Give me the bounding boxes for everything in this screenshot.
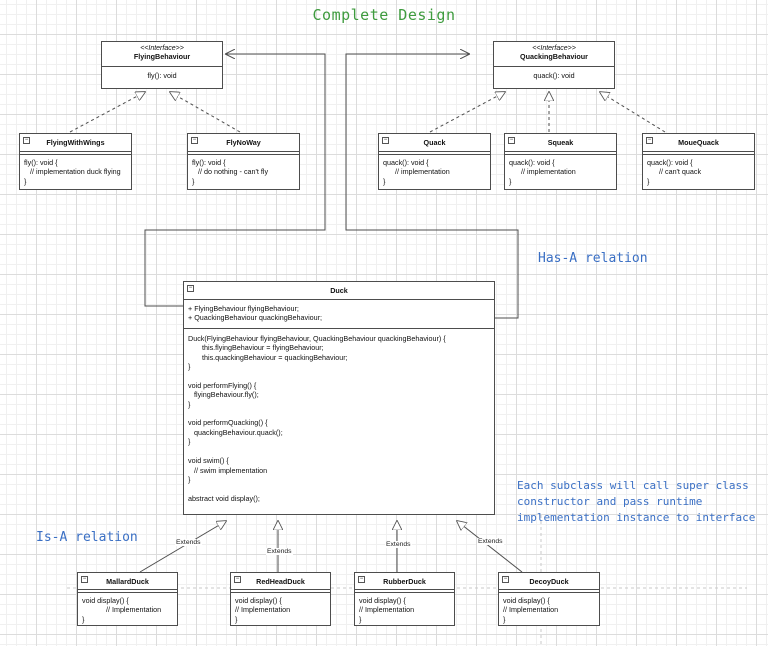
divider (231, 590, 330, 593)
mouequack-class[interactable]: − MoueQuack quack(): void { // can't quac… (642, 133, 755, 190)
stereotype-label: <<Interface>> (532, 45, 576, 52)
class-body: fly(): void { // do nothing - can't fly … (192, 158, 269, 186)
class-header: − FlyNoWay (188, 134, 299, 152)
class-name: MoueQuack (678, 138, 719, 147)
class-header: − Duck (184, 282, 494, 300)
squeak-class[interactable]: − Squeak quack(): void { // implementatio… (504, 133, 617, 190)
association-flying (144, 54, 326, 307)
collapse-icon[interactable]: − (23, 137, 30, 144)
class-name: RubberDuck (383, 577, 426, 586)
class-name: FlyingBehaviour (133, 52, 191, 61)
quacking-behaviour-interface[interactable]: <<Interface>> QuackingBehaviour quack():… (493, 41, 615, 89)
collapse-icon[interactable]: − (187, 285, 194, 292)
diagram-title: Complete Design (312, 6, 456, 24)
realization-mouequack (600, 92, 666, 133)
realization-quack (429, 92, 505, 133)
divider (379, 152, 490, 155)
collapse-icon[interactable]: − (646, 137, 653, 144)
extends-label: Extends (385, 541, 412, 548)
subclass-note: Each subclass will call super class cons… (517, 478, 755, 526)
flying-behaviour-interface[interactable]: <<Interface>> FlyingBehaviour fly(): voi… (101, 41, 223, 89)
duck-class[interactable]: − Duck + FlyingBehaviour flyingBehaviour;… (183, 281, 495, 515)
divider (643, 152, 754, 155)
subclass-note-line: Each subclass will call super class (517, 479, 749, 492)
divider (188, 152, 299, 155)
extends-label: Extends (175, 539, 202, 546)
class-header: <<Interface>> FlyingBehaviour (102, 42, 222, 67)
class-name: Squeak (547, 138, 574, 147)
class-body: void display() { // Implementation } (503, 596, 559, 624)
collapse-icon[interactable]: − (81, 576, 88, 583)
has-a-relation-note: Has-A relation (538, 251, 648, 266)
class-name: FlyNoWay (226, 138, 261, 147)
class-header: − MallardDuck (78, 573, 177, 590)
extends-label: Extends (266, 548, 293, 555)
divider (505, 152, 616, 155)
class-header: − RedHeadDuck (231, 573, 330, 590)
rubber-duck-class[interactable]: − RubberDuck void display() { // Implemen… (354, 572, 455, 626)
class-body: void display() { // Implementation } (359, 596, 415, 624)
class-body: void display() { // Implementation } (82, 596, 162, 624)
collapse-icon[interactable]: − (382, 137, 389, 144)
class-name: Quack (423, 138, 446, 147)
class-header: <<Interface>> QuackingBehaviour (494, 42, 614, 67)
stereotype-label: <<Interface>> (140, 45, 184, 52)
class-header: − MoueQuack (643, 134, 754, 152)
class-name: FlyingWithWings (46, 138, 105, 147)
divider (355, 590, 454, 593)
class-methods: Duck(FlyingBehaviour flyingBehaviour, Qu… (188, 333, 446, 503)
collapse-icon[interactable]: − (502, 576, 509, 583)
class-body: quack(): void { // can't quack } (647, 158, 702, 186)
collapse-icon[interactable]: − (508, 137, 515, 144)
divider (499, 590, 599, 593)
decoy-duck-class[interactable]: − DecoyDuck void display() { // Implement… (498, 572, 600, 626)
subclass-note-line: constructor and pass runtime (517, 495, 703, 508)
flying-with-wings-class[interactable]: − FlyingWithWings fly(): void { // implem… (19, 133, 132, 190)
divider (20, 152, 131, 155)
class-name: DecoyDuck (529, 577, 569, 586)
class-body: fly(): void { // implementation duck fly… (24, 158, 121, 186)
extends-label: Extends (477, 538, 504, 545)
method-signature: fly(): void (147, 71, 177, 80)
collapse-icon[interactable]: − (191, 137, 198, 144)
class-body: quack(): void { // implementation } (509, 158, 576, 186)
class-body: quack(): void { // implementation } (383, 158, 450, 186)
extends-mallard (139, 521, 226, 573)
class-body: void display() { // Implementation } (235, 596, 291, 624)
realization-flynoway (170, 92, 241, 133)
mallard-duck-class[interactable]: − MallardDuck void display() { // Impleme… (77, 572, 178, 626)
extends-decoy (457, 521, 523, 573)
method-signature: quack(): void (533, 71, 575, 80)
association-quacking (345, 54, 519, 319)
class-header: − Quack (379, 134, 490, 152)
class-fields: + FlyingBehaviour flyingBehaviour; + Qua… (184, 300, 494, 329)
quack-class[interactable]: − Quack quack(): void { // implementation… (378, 133, 491, 190)
class-name: QuackingBehaviour (520, 52, 588, 61)
class-header: − RubberDuck (355, 573, 454, 590)
redhead-duck-class[interactable]: − RedHeadDuck void display() { // Impleme… (230, 572, 331, 626)
class-name: MallardDuck (106, 577, 149, 586)
subclass-note-line: implementation instance to interface (517, 511, 756, 524)
class-header: − DecoyDuck (499, 573, 599, 590)
collapse-icon[interactable]: − (234, 576, 241, 583)
fly-no-way-class[interactable]: − FlyNoWay fly(): void { // do nothing - … (187, 133, 300, 190)
class-header: − Squeak (505, 134, 616, 152)
class-name: RedHeadDuck (256, 577, 305, 586)
divider (78, 590, 177, 593)
collapse-icon[interactable]: − (358, 576, 365, 583)
class-name: Duck (330, 286, 348, 295)
class-header: − FlyingWithWings (20, 134, 131, 152)
is-a-relation-note: Is-A relation (36, 530, 138, 545)
realization-flyingwithwings (69, 92, 145, 133)
